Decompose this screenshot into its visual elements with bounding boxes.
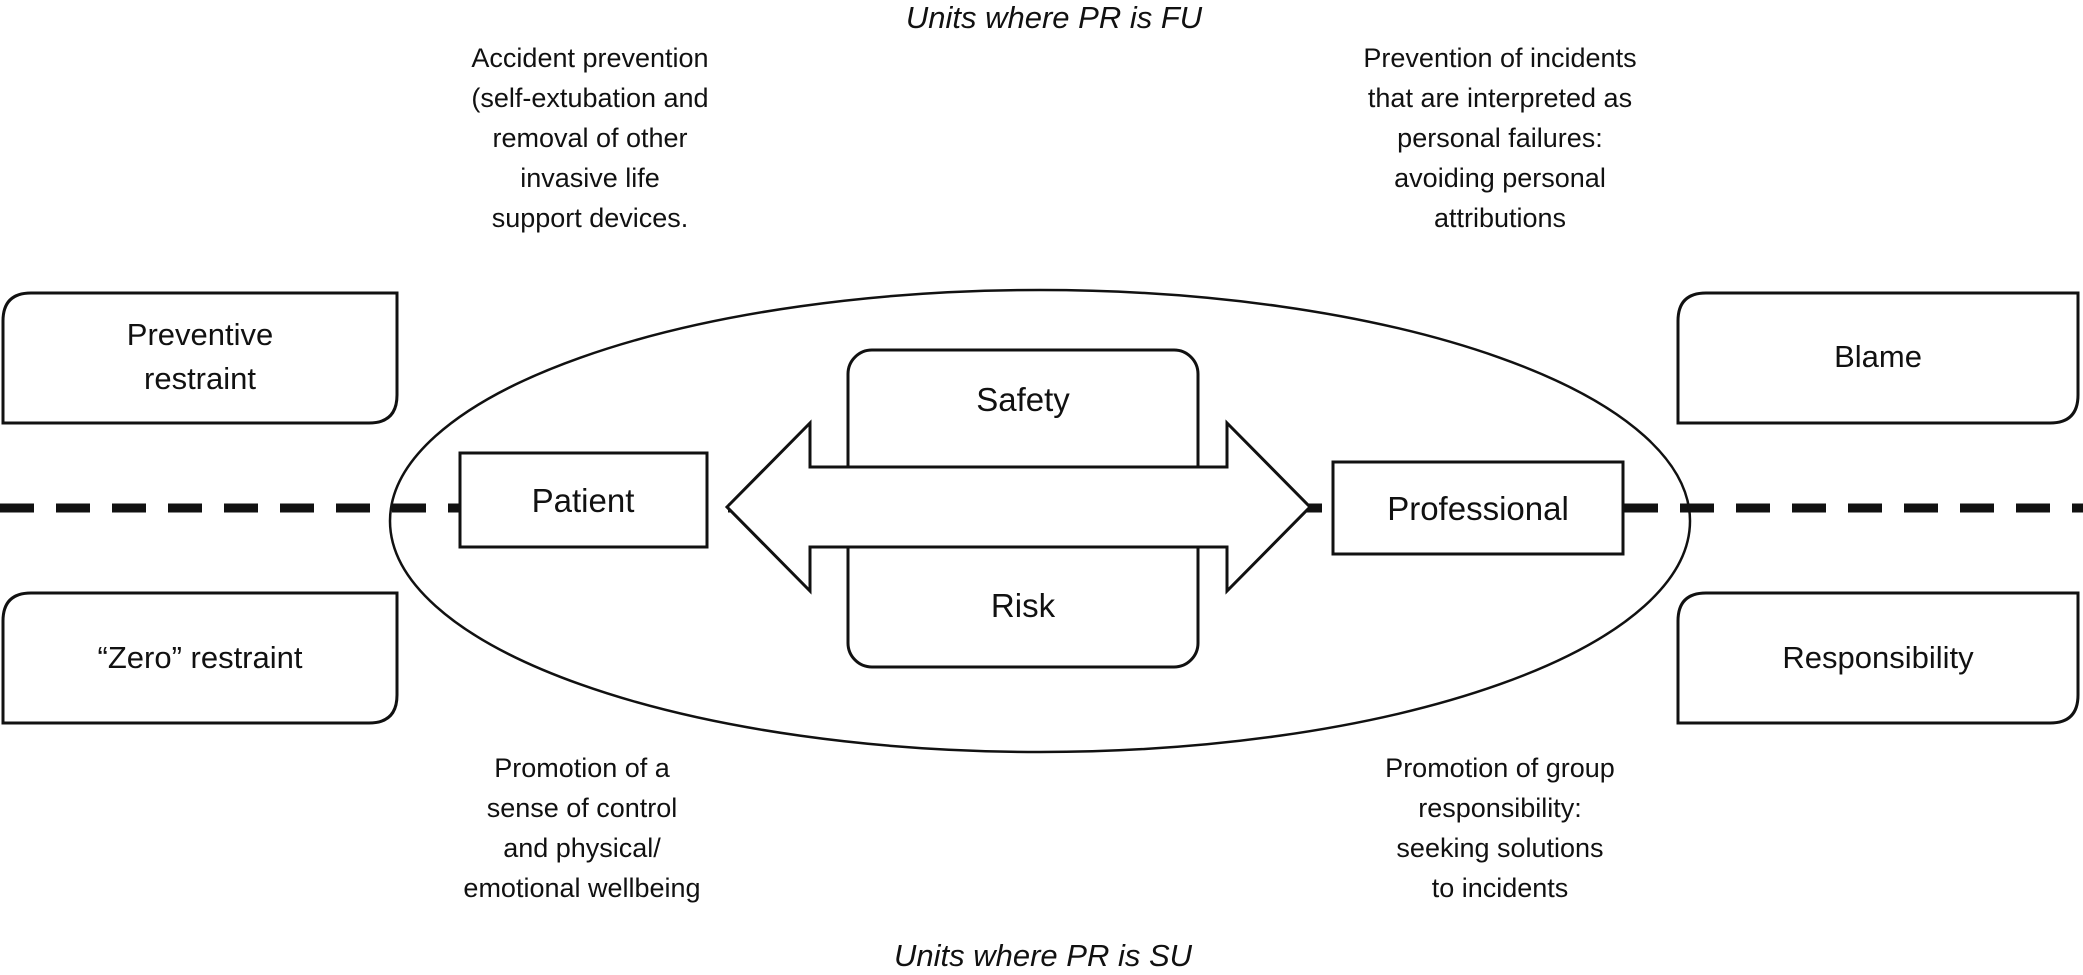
annotation-top-right: Prevention of incidents that are interpr…: [1363, 43, 1637, 233]
zero-restraint-label: “Zero” restraint: [97, 640, 303, 675]
double-arrow: [724, 419, 1313, 595]
professional-label: Professional: [1387, 490, 1569, 527]
preventive-restraint-label: Preventive restraint: [126, 317, 274, 396]
responsibility-label: Responsibility: [1782, 640, 1974, 675]
blame-box: [1676, 291, 2080, 425]
center-ellipse: [388, 288, 1692, 754]
patient-label: Patient: [531, 482, 635, 519]
preventive-restraint-box: [1, 291, 399, 425]
safety-label: Safety: [976, 381, 1070, 418]
top-caption: Units where PR is FU: [905, 0, 1203, 35]
patient-box: [458, 451, 709, 549]
annotation-bottom-right: Promotion of group responsibility: seeki…: [1385, 753, 1615, 903]
zero-restraint-box: [1, 591, 399, 725]
blame-label: Blame: [1834, 339, 1922, 374]
bottom-caption: Units where PR is SU: [893, 938, 1193, 973]
responsibility-box: [1676, 591, 2080, 725]
annotation-top-left: Accident prevention (self-extubation and…: [471, 43, 709, 233]
annotation-bottom-left: Promotion of a sense of control and phys…: [463, 753, 701, 903]
risk-label: Risk: [990, 587, 1056, 624]
professional-box: [1331, 460, 1625, 556]
